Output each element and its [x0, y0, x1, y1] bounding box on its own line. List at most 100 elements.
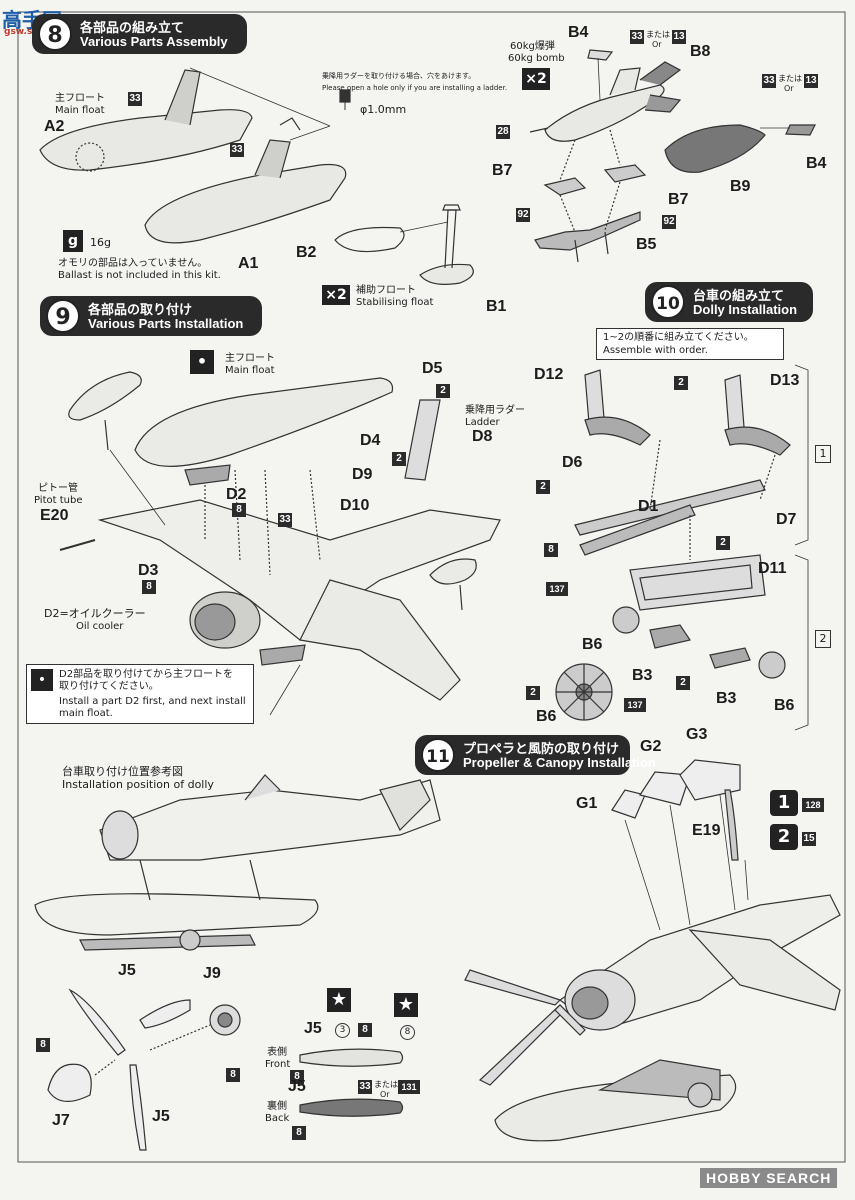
part-d5-label: D5 — [422, 360, 443, 377]
part-g1-label: G1 — [576, 795, 598, 812]
step-8-title-en: Various Parts Assembly — [80, 34, 228, 49]
sub-step-1-badge: 1 — [770, 790, 798, 816]
or-label-jp: または — [778, 74, 802, 83]
color-8-badge: 8 — [544, 543, 558, 557]
color-92-badge: 92 — [662, 215, 676, 229]
part-e19-label: E19 — [692, 822, 721, 839]
bomb-label-jp: 60kg爆弾 — [510, 41, 555, 52]
part-b8-label: B8 — [690, 43, 711, 60]
part-d7-label: D7 — [776, 511, 797, 528]
sub-step-2-marker: 2 — [815, 630, 831, 648]
bomb-rack-drawing — [534, 129, 647, 263]
main-float-label-jp: 主フロート — [225, 353, 275, 364]
back-label-en: Back — [265, 1113, 290, 1124]
color-137-badge: 137 — [624, 698, 646, 712]
circled-3-icon: 3 — [335, 1023, 350, 1038]
part-j5-label: J5 — [118, 962, 136, 979]
glue-icon: • — [31, 669, 53, 691]
bomb-drawing-left — [529, 49, 682, 142]
ladder-label-jp: 乗降用ラダー — [465, 405, 525, 416]
sub-step-2-badge: 2 — [770, 824, 798, 850]
step-11-number: 11 — [421, 738, 455, 772]
stabilising-float-label-en: Stabilising float — [356, 297, 434, 308]
dolly-position-label-en: Installation position of dolly — [62, 778, 214, 791]
main-float-label-jp: 主フロート — [55, 93, 105, 104]
color-2-badge: 2 — [716, 536, 730, 550]
main-float-label-en: Main float — [225, 365, 275, 376]
install-note-en-1: Install a part D2 first, and next instal… — [59, 696, 246, 707]
stabilising-float-label-jp: 補助フロート — [356, 285, 416, 296]
color-8-badge: 8 — [358, 1023, 372, 1037]
part-b2-label: B2 — [296, 244, 317, 261]
part-b3-label: B3 — [716, 690, 737, 707]
part-b6-label: B6 — [536, 708, 557, 725]
stabilising-float-drawing — [334, 204, 474, 285]
part-e20-label: E20 — [40, 507, 69, 524]
stabilising-float-quantity: ×2 — [322, 285, 350, 305]
color-131-badge: 131 — [398, 1080, 420, 1094]
footer-brand: HOBBY SEARCH — [700, 1168, 838, 1188]
color-33-badge: 33 — [762, 74, 776, 88]
step-8-number: 8 — [38, 17, 72, 51]
install-note-jp-2: 取り付けてください。 — [59, 681, 159, 692]
step-10-number: 10 — [651, 285, 685, 319]
part-d12-label: D12 — [534, 366, 564, 383]
ladder-hole-note-jp: 乗降用ラダーを取り付ける場合、穴をあけます。 — [322, 72, 476, 80]
part-b9-label: B9 — [730, 178, 751, 195]
circled-8-icon: 8 — [400, 1025, 415, 1040]
ladder-label-en: Ladder — [465, 417, 500, 428]
part-b3-label: B3 — [632, 667, 653, 684]
part-d9-label: D9 — [352, 466, 373, 483]
color-8-badge: 8 — [292, 1126, 306, 1140]
aircraft-step9-drawing — [59, 371, 501, 716]
color-8-badge: 8 — [142, 580, 156, 594]
propeller-parts-drawing — [47, 988, 404, 1151]
assembly-order-note: 1~2の順番に組み立てください。 Assemble with order. — [596, 328, 784, 360]
step-9-title-jp: 各部品の取り付け — [88, 303, 193, 318]
oil-cooler-label-jp: D2=オイルクーラー — [44, 607, 146, 620]
or-label-jp: または — [374, 1080, 398, 1089]
main-float-label-en: Main float — [55, 105, 105, 116]
color-13-badge: 13 — [672, 30, 686, 44]
color-8-badge: 8 — [36, 1038, 50, 1052]
part-j7-label: J7 — [52, 1112, 70, 1129]
part-b5-label: B5 — [636, 236, 657, 253]
dolly-position-label-jp: 台車取り付け位置参考図 — [62, 765, 183, 778]
color-2-badge: 2 — [392, 452, 406, 466]
bomb-label-en: 60kg bomb — [508, 53, 565, 64]
part-b1-label: B1 — [486, 298, 507, 315]
color-2-badge: 2 — [526, 686, 540, 700]
color-33-badge: 33 — [358, 1080, 372, 1094]
bomb-drawing-right — [664, 124, 816, 173]
part-b7-left-label: B7 — [492, 162, 513, 179]
star-icon: ★ — [327, 988, 351, 1012]
color-2-badge: 2 — [674, 376, 688, 390]
step-9-header: 9 各部品の取り付け Various Parts Installation — [40, 296, 262, 336]
step-9-title-en: Various Parts Installation — [88, 316, 244, 331]
part-b4-right-label: B4 — [806, 155, 827, 172]
color-33-badge: 33 — [230, 143, 244, 157]
step-8-title-jp: 各部品の組み立て — [80, 21, 185, 36]
part-d1-label: D1 — [638, 498, 659, 515]
part-d3-label: D3 — [138, 562, 159, 579]
color-33-badge: 33 — [128, 92, 142, 106]
step-11-header: 11 プロペラと風防の取り付け Propeller & Canopy Insta… — [415, 735, 656, 775]
oil-cooler-label-en: Oil cooler — [76, 621, 124, 632]
part-d4-label: D4 — [360, 432, 381, 449]
part-b6-label: B6 — [774, 697, 795, 714]
step-10-header: 10 台車の組み立て Dolly Installation — [645, 282, 813, 322]
color-137-badge: 137 — [546, 582, 568, 596]
color-28-badge: 28 — [496, 125, 510, 139]
color-8-badge: 8 — [290, 1070, 304, 1084]
part-b7-right-label: B7 — [668, 191, 689, 208]
weight-icon: g — [63, 230, 83, 252]
install-order-note: • D2部品を取り付けてから主フロートを 取り付けてください。 Install … — [26, 664, 254, 724]
drill-size: φ1.0mm — [360, 103, 407, 116]
ladder-hole-note-en: Please open a hole only if you are insta… — [322, 84, 508, 92]
dolly-drawing — [555, 364, 809, 731]
color-2-badge: 2 — [536, 480, 550, 494]
star-icon: ★ — [394, 993, 418, 1017]
part-d11-label: D11 — [758, 560, 787, 577]
canopy-parts-drawing — [611, 759, 741, 861]
